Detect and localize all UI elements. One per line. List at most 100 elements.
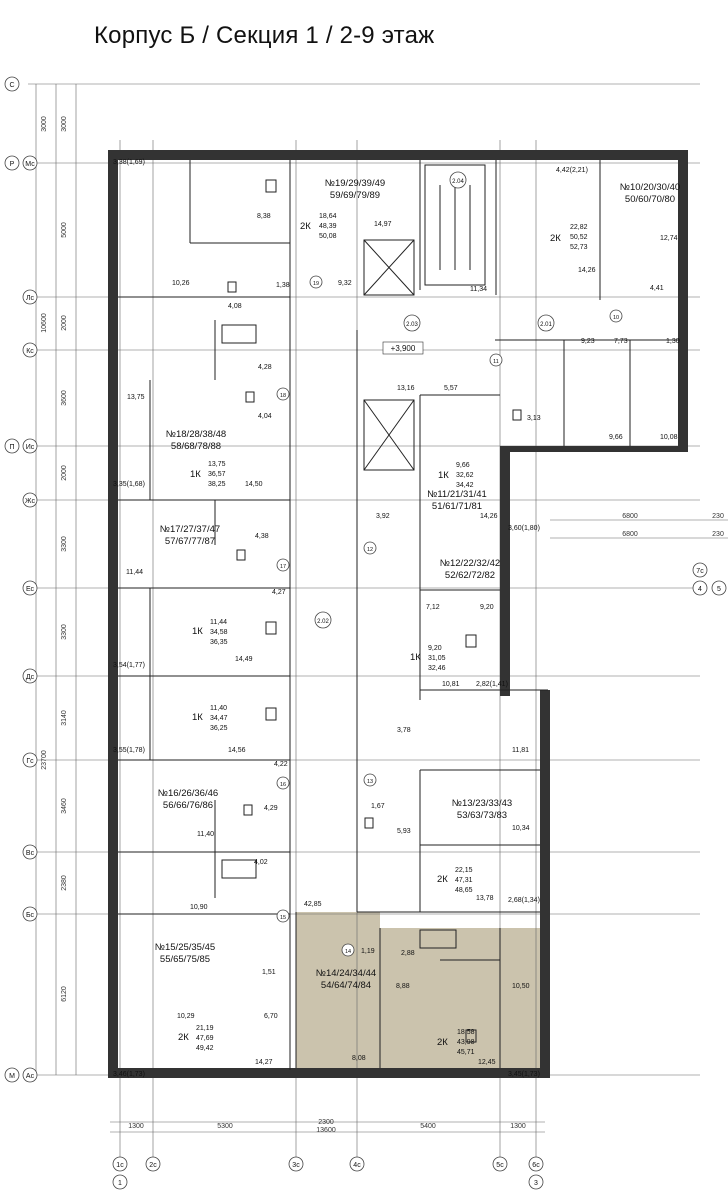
dim-label: 2300: [318, 1119, 334, 1126]
node-label: 11: [493, 359, 499, 365]
room-area: 6,70: [264, 1013, 278, 1020]
area-total: 50,52: [570, 234, 588, 241]
bathtub-icon: [221, 324, 257, 344]
room-area: 9,20: [480, 604, 494, 611]
axis-label: 1: [118, 1180, 122, 1187]
room-area: 3,38(1,69): [113, 159, 145, 166]
axis-label: Мс: [25, 161, 35, 168]
left-dimensions: 3000 3000 5000 2000 3600 2000 3300 3300 …: [41, 116, 68, 1002]
toilet-icon: [245, 391, 255, 403]
dim-label: 1300: [128, 1123, 144, 1130]
dim-label: 3000: [41, 116, 48, 132]
dim-label: 1300: [510, 1123, 526, 1130]
bathroom-fixture-icons: [221, 179, 522, 1043]
area-living: 22,15: [455, 867, 473, 874]
stair-nodes: 2.04 2.03 2.01 2.02 +3,900: [314, 171, 555, 629]
axis-label: 4: [698, 586, 702, 593]
bathtub-icon: [419, 929, 457, 949]
apartment-numbers: №14/24/34/44: [316, 968, 376, 979]
dim-label: 3460: [61, 798, 68, 814]
apartment-type: 2К: [178, 1032, 189, 1043]
toilet-icon: [243, 804, 253, 816]
apartment-numbers: №18/28/38/48: [166, 429, 226, 440]
room-area: 4,28: [258, 364, 272, 371]
node-label: 2.03: [406, 322, 418, 328]
room-area: 8,08: [352, 1055, 366, 1062]
area-living: 9,20: [428, 645, 442, 652]
room-areas: 3,38(1,69) 8,38 14,97 4,42(2,21) 12,74 1…: [113, 159, 680, 1078]
room-area: 3,78: [397, 727, 411, 734]
apartment-type: 1К: [410, 652, 421, 663]
room-area: 4,22: [274, 761, 288, 768]
room-area: 3,46(1,73): [113, 1071, 145, 1078]
left-axis-markers: С Р Мс Лс Кс П Ис Жс Ес Дс Гс Вс Бс М Ас: [4, 76, 38, 1083]
axis-label: Гс: [26, 758, 34, 765]
dim-label: 10600: [41, 313, 48, 333]
area-total: 32,62: [456, 472, 474, 479]
area-total: 47,31: [455, 877, 473, 884]
room-area: 14,26: [480, 513, 498, 520]
room-area: 4,29: [264, 805, 278, 812]
axis-label: М: [9, 1073, 15, 1080]
area-total: 34,58: [210, 629, 228, 636]
apartment-numbers: 50/60/70/80: [625, 194, 675, 205]
axis-label: 7с: [696, 568, 704, 575]
room-area: 3,60(1,80): [508, 525, 540, 532]
room-area: 3,92: [376, 513, 390, 520]
area-full: 34,42: [456, 482, 474, 489]
node-label: 14: [345, 949, 351, 955]
area-living: 18,64: [319, 213, 337, 220]
room-area: 3,35(1,68): [113, 481, 145, 488]
area-total: 31,05: [428, 655, 446, 662]
room-area: 9,32: [338, 280, 352, 287]
highlighted-apartment-area: [296, 912, 545, 1070]
apartment-numbers: №15/25/35/45: [155, 942, 215, 953]
area-living: 9,66: [456, 462, 470, 469]
axis-label: 4с: [353, 1162, 361, 1169]
room-area: 2,88: [401, 950, 415, 957]
area-total: 48,39: [319, 223, 337, 230]
room-area: 8,88: [396, 983, 410, 990]
dim-label: 5000: [61, 222, 68, 238]
dim-label: 6800: [622, 513, 638, 520]
axis-label: Дс: [26, 674, 35, 681]
dim-label: 230: [712, 531, 724, 538]
axis-label: Ис: [26, 444, 35, 451]
dim-label: 2380: [61, 875, 68, 891]
elevation-mark: +3,900: [391, 344, 416, 353]
apartment-numbers: №19/29/39/49: [325, 178, 385, 189]
area-full: 52,73: [570, 244, 588, 251]
room-area: 2,68(1,34): [508, 897, 540, 904]
apartment-type: 2К: [437, 1037, 448, 1048]
toilet-icon: [512, 409, 522, 421]
dim-label: 23700: [41, 750, 48, 770]
area-living: 22,82: [570, 224, 588, 231]
node-label: 2.01: [540, 322, 552, 328]
room-area: 10,29: [177, 1013, 195, 1020]
area-living: 13,75: [208, 461, 226, 468]
room-area: 7,12: [426, 604, 440, 611]
room-area: 11,44: [126, 569, 143, 576]
dim-label: 2000: [61, 465, 68, 481]
axis-label: 3: [534, 1180, 538, 1187]
dim-label: 13600: [316, 1127, 336, 1134]
apartment-type: 1К: [190, 469, 201, 480]
sink-icon: [265, 179, 277, 193]
node-label: 12: [367, 547, 373, 553]
area-total: 34,47: [210, 715, 228, 722]
room-area: 11,34: [470, 286, 487, 293]
elevator-core: [363, 164, 486, 471]
room-area: 1,51: [262, 969, 276, 976]
room-area: 14,50: [245, 481, 263, 488]
axis-label: Вс: [26, 850, 35, 857]
area-total: 36,57: [208, 471, 226, 478]
apartment-type: 2К: [300, 221, 311, 232]
apartment-numbers: 51/61/71/81: [432, 501, 482, 512]
area-full: 45,71: [457, 1049, 475, 1056]
apartment-numbers: 54/64/74/84: [321, 980, 371, 991]
axis-label: 3с: [292, 1162, 300, 1169]
apartment-numbers: 52/62/72/82: [445, 570, 495, 581]
sink-icon: [465, 634, 477, 648]
room-area: 14,56: [228, 747, 246, 754]
dim-label: 3300: [61, 536, 68, 552]
